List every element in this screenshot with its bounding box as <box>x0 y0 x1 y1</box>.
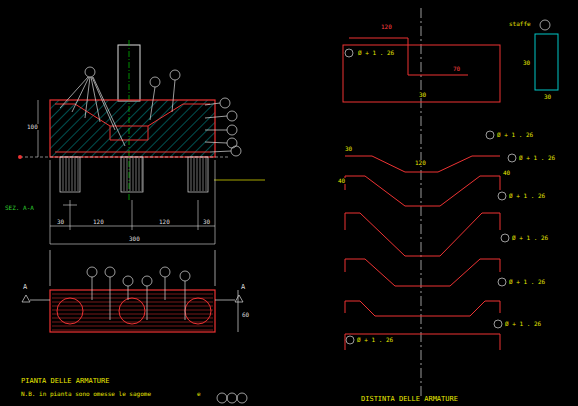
pile-rebar <box>127 158 128 191</box>
dimension-label: 300 <box>128 236 141 242</box>
dimension-label: 60 <box>241 312 250 318</box>
pile-rebar <box>72 158 73 191</box>
dimension-label: A <box>240 284 246 291</box>
section-label: SEZ. A-A <box>4 205 35 211</box>
pile-rebar <box>124 158 125 191</box>
pile-rebar <box>194 158 195 191</box>
pile-rebar <box>203 158 204 191</box>
pile-rebar <box>136 158 137 191</box>
plan-rebar <box>52 310 213 311</box>
pile-rebar <box>69 158 70 191</box>
dimension-label: Ø + 1 . 26 <box>518 155 556 161</box>
pile-rebar <box>75 158 76 191</box>
plan-rebar <box>52 314 213 315</box>
dimension-label: Ø + 1 . 26 <box>496 132 534 138</box>
dimension-label: Ø + 1 . 26 <box>356 337 394 343</box>
dimension-label: Ø + 1 . 26 <box>508 279 546 285</box>
dimension-label: 30 <box>202 219 211 225</box>
dimension-label: 120 <box>380 24 393 30</box>
dimension-label: 30 <box>344 146 353 152</box>
pile-rebar <box>63 158 64 191</box>
dimension-label: Ø + 1 . 26 <box>511 235 549 241</box>
dimension-label: 40 <box>337 178 346 184</box>
dimension-label: 100 <box>26 124 39 130</box>
dimension-label: staffe <box>508 21 532 27</box>
pile-rebar <box>191 158 192 191</box>
dimension-label: 120 <box>158 219 171 225</box>
plan-rebar <box>52 294 213 295</box>
plan-rebar <box>52 330 213 331</box>
caption-text: N.B. in pianta sono omesse le sagome <box>20 391 152 397</box>
plan-rebar <box>52 326 213 327</box>
dimension-label: 120 <box>92 219 105 225</box>
pile-rebar <box>142 158 143 191</box>
caption-text: DISTINTA DELLE ARMATURE <box>360 396 459 403</box>
dimension-label: Ø + 1 . 26 <box>357 50 395 56</box>
dimension-label: 30 <box>522 60 531 66</box>
dimension-label: 30 <box>418 92 427 98</box>
pile-rebar <box>206 158 207 191</box>
dimension-label: 30 <box>56 219 65 225</box>
dimension-label: A <box>22 284 28 291</box>
caption-text: PIANTA DELLE ARMATURE <box>20 378 111 385</box>
pile-rebar <box>133 158 134 191</box>
pile-rebar <box>139 158 140 191</box>
pile-rebar <box>197 158 198 191</box>
dimension-label: 40 <box>502 170 511 176</box>
pile-rebar <box>130 158 131 191</box>
plan-rebar <box>52 306 213 307</box>
pile-rebar <box>78 158 79 191</box>
dimension-label: 120 <box>414 160 427 166</box>
dimension-label: 30 <box>543 94 552 100</box>
dimension-label: Ø + 1 . 26 <box>508 193 546 199</box>
dimension-label: Ø + 1 . 26 <box>504 321 542 327</box>
caption-text: e <box>196 391 202 397</box>
pile-rebar <box>200 158 201 191</box>
pile-rebar <box>66 158 67 191</box>
dimension-label: 70 <box>452 66 461 72</box>
plan-rebar <box>52 318 213 319</box>
